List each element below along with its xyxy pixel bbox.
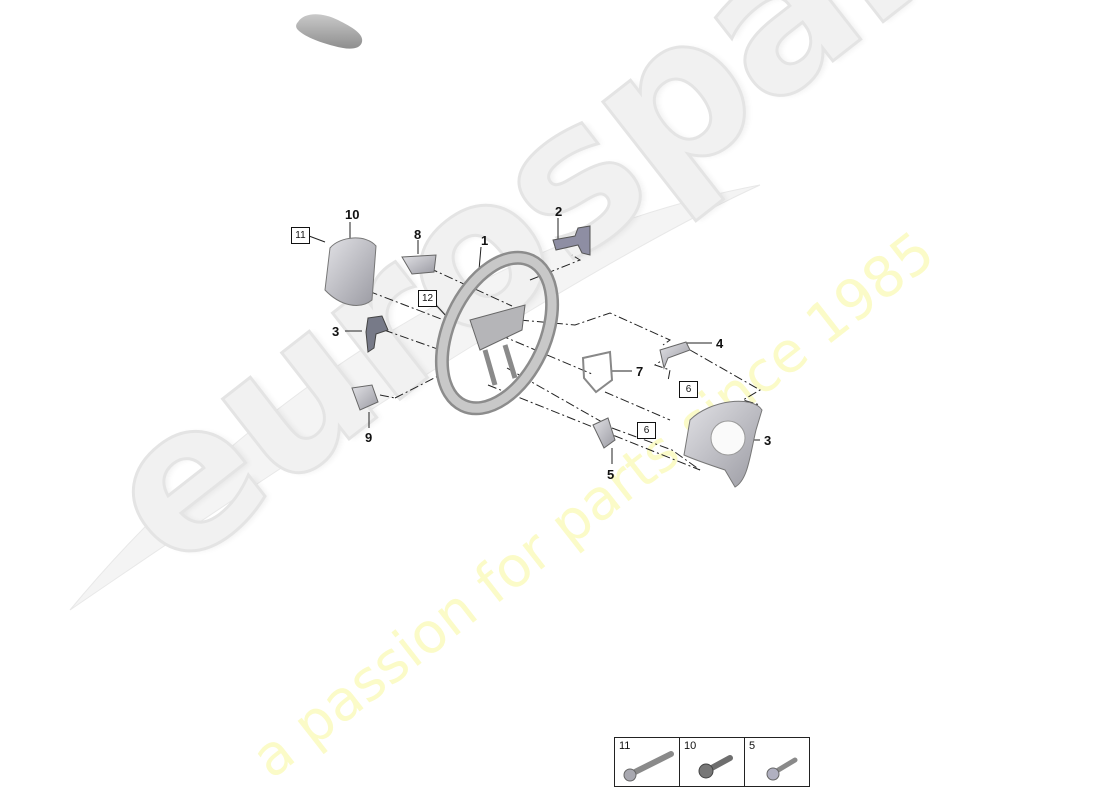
column-shroud-part xyxy=(324,237,377,306)
callout-9[interactable]: 9 xyxy=(365,430,373,445)
boxed-ref-6-lower[interactable]: 6 xyxy=(637,422,656,439)
callout-4[interactable]: 4 xyxy=(716,336,724,351)
fastener-label: 5 xyxy=(749,740,756,752)
bracket-5-part xyxy=(592,417,616,449)
boxed-ref-6-upper[interactable]: 6 xyxy=(679,381,698,398)
bracket-9-part xyxy=(351,384,379,411)
steering-wheel-part xyxy=(434,250,560,416)
short-screw-icon xyxy=(766,757,798,781)
trim-cover-part xyxy=(683,400,763,488)
callout-10[interactable]: 10 xyxy=(345,207,360,222)
fastener-cell-10[interactable]: 10 xyxy=(680,738,745,786)
callout-3-left[interactable]: 3 xyxy=(332,324,340,339)
shift-paddle-right-part xyxy=(552,225,591,256)
callout-2[interactable]: 2 xyxy=(555,204,563,219)
long-screw-icon xyxy=(623,751,674,782)
fastener-cell-11[interactable]: 11 xyxy=(615,738,680,786)
clip-part xyxy=(659,341,691,370)
callout-1[interactable]: 1 xyxy=(481,233,489,248)
boxed-ref-12[interactable]: 12 xyxy=(418,290,437,307)
fastener-label: 11 xyxy=(619,740,631,752)
callout-3-right[interactable]: 3 xyxy=(764,433,772,448)
short-screw-icon xyxy=(698,755,733,779)
boxed-ref-11[interactable]: 11 xyxy=(291,227,310,244)
callout-8[interactable]: 8 xyxy=(414,227,422,242)
fastener-cell-5[interactable]: 5 xyxy=(745,738,809,786)
fastener-legend-table: 11 10 5 xyxy=(614,737,810,787)
vehicle-silhouette-icon xyxy=(296,14,363,49)
fastener-label: 10 xyxy=(684,740,697,752)
shift-paddle-left-part xyxy=(365,315,389,353)
callout-7[interactable]: 7 xyxy=(636,364,644,379)
callout-5[interactable]: 5 xyxy=(607,467,615,482)
wiring-harness-part xyxy=(581,350,614,394)
cover-cap-part xyxy=(401,254,437,275)
